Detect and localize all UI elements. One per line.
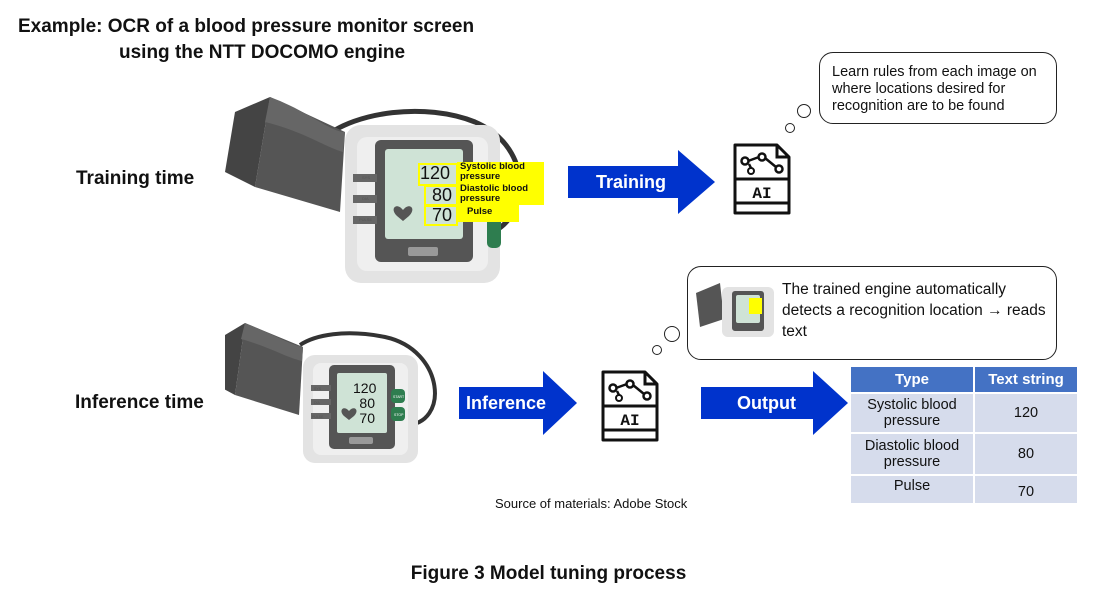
column-header-type: Type	[851, 367, 974, 393]
inference-thought-bubble: The trained engine automatically detects…	[687, 266, 1057, 360]
training-reading-diastolic: 80	[432, 185, 453, 205]
training-dia-tag: DIA	[362, 196, 369, 201]
figure-caption: Figure 3 Model tuning process	[410, 563, 687, 584]
diagram-title: Example: OCR of a blood pressure monitor…	[18, 14, 474, 66]
inference-thought-dot-small	[652, 345, 662, 355]
inference-reading-systolic: 120	[353, 380, 377, 396]
output-arrow-label: Output	[737, 393, 796, 413]
table-cell-type: Systolic blood pressure	[851, 392, 974, 433]
table-row: Diastolic blood pressure 80	[851, 432, 1077, 475]
training-reading-systolic: 120	[420, 163, 451, 183]
output-arrow: Output	[701, 371, 848, 435]
training-sys-tag: SYS	[362, 175, 370, 180]
inference-readings: 120 80 70	[353, 380, 377, 426]
source-note: Source of materials: Adobe Stock	[495, 496, 688, 511]
ai-label-training: AI	[752, 185, 771, 203]
mini-monitor-thumbnail	[696, 283, 774, 337]
inference-heart-icon	[341, 408, 357, 420]
inference-thought-dot-large	[664, 326, 680, 342]
table-cell-type: Diastolic blood pressure	[851, 432, 974, 475]
inference-pulse-tag: PULSE	[312, 415, 324, 419]
annotation-systolic: Systolic blood pressure	[457, 162, 544, 184]
inference-sys-tag: SYS	[314, 387, 322, 391]
table-cell-type: Pulse	[851, 474, 974, 503]
start-button-label: START	[393, 395, 405, 399]
stop-button-label: STOP	[394, 413, 404, 417]
table-row: Systolic blood pressure 120	[851, 392, 1077, 433]
annotation-pulse: Pulse	[457, 205, 519, 222]
title-line-2: using the NTT DOCOMO engine	[119, 42, 406, 63]
inference-reading-pulse: 70	[359, 410, 375, 426]
heart-icon	[393, 206, 413, 221]
inference-reading-diastolic: 80	[359, 395, 375, 411]
annotation-diastolic: Diastolic blood pressure	[457, 184, 544, 205]
training-bubble-text: Learn rules from each image on where loc…	[832, 64, 1037, 114]
training-reading-pulse: 70	[432, 205, 453, 225]
inference-arrow-label: Inference	[466, 393, 547, 413]
table-cell-value: 80	[973, 432, 1077, 475]
thought-dot-small	[785, 123, 795, 133]
training-arrow-label: Training	[596, 172, 667, 192]
inference-time-label: Inference time	[75, 392, 204, 413]
thought-dot-large	[797, 104, 811, 118]
table-row: Pulse 70	[851, 474, 1077, 503]
table-cell-value: 70	[973, 474, 1077, 503]
inference-monitor-illustration: SYS DIA PULSE START STOP	[225, 323, 437, 463]
inference-bubble-text: The trained engine automatically detects…	[782, 281, 1046, 340]
title-line-1: Example: OCR of a blood pressure monitor…	[18, 16, 475, 37]
column-header-text-string: Text string	[973, 367, 1077, 393]
training-thought-bubble: Learn rules from each image on where loc…	[819, 52, 1057, 124]
ai-model-icon-training: AI	[733, 143, 791, 215]
training-pulse-tag: PULSE	[359, 217, 372, 222]
output-table: Type Text string Systolic blood pressure…	[851, 367, 1077, 503]
inference-arrow: Inference	[459, 371, 577, 435]
training-time-label: Training time	[76, 168, 195, 189]
ai-model-icon-inference: AI	[601, 370, 659, 442]
inference-dia-tag: DIA	[314, 401, 321, 405]
output-table-header-row: Type Text string	[851, 367, 1077, 393]
training-arrow: Training	[568, 150, 715, 214]
table-cell-value: 120	[973, 392, 1077, 433]
ai-label-inference: AI	[620, 412, 639, 430]
